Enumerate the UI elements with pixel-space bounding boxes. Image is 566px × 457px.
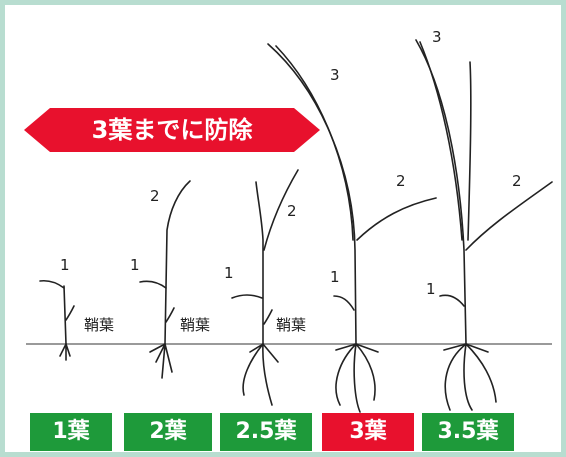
plant-3-leaf-1 [231, 294, 263, 299]
plant-3-sheath [263, 309, 273, 325]
plant-2-stem [164, 180, 191, 345]
stage-box-1-leaf: 1葉 [30, 413, 112, 451]
plant-3-roots [242, 343, 279, 406]
plant-5-leaf-label-1: 1 [426, 280, 436, 298]
plant-2-leaf-label-1: 1 [130, 256, 140, 274]
plant-4-leaf-1 [333, 295, 355, 311]
plant-5-stem [415, 39, 467, 345]
stage-box-3-5-leaves: 3.5葉 [422, 413, 514, 451]
plant-2-sheath [165, 307, 175, 323]
plant-1-leaf-label-1: 1 [60, 256, 70, 274]
plant-1-stem [63, 285, 67, 345]
plant-5-leaf-label-2: 2 [512, 172, 522, 190]
plant-3-leaves [267, 43, 437, 413]
plant-1-sheath-label: 鞘葉 [84, 316, 114, 334]
plant-2-leaf-label-2: 2 [150, 187, 160, 205]
plant-5-leaf-1 [439, 294, 465, 307]
stage-box-3-leaves: 3葉 [322, 413, 414, 451]
plant-1-leaf-1 [39, 279, 65, 289]
plant-2-roots [149, 343, 173, 379]
plant-2-5-leaves [231, 169, 299, 406]
banner-arrow-shape [24, 108, 320, 152]
plant-4-leaf-3b [275, 45, 354, 241]
control-deadline-banner: 3葉までに防除 [24, 108, 320, 152]
plant-1-roots [59, 343, 71, 361]
stage-box-2-5-leaves: 2.5葉 [220, 413, 312, 451]
plant-5-leaf-2 [465, 181, 553, 251]
plant-3-leaf-label-2: 2 [287, 202, 297, 220]
plant-3-leaf-label-1: 1 [224, 264, 234, 282]
plant-4-leaf-2 [356, 197, 437, 241]
plant-3-sheath-label: 鞘葉 [276, 316, 306, 334]
plant-4-roots [335, 343, 379, 413]
plant-1-leaf [39, 279, 75, 361]
plant-4-leaf-label-2: 2 [396, 172, 406, 190]
stage-box-2-leaves: 2葉 [124, 413, 212, 451]
plant-2-sheath-label: 鞘葉 [180, 316, 210, 334]
plant-4-leaf-label-3: 3 [330, 66, 340, 84]
plant-3-5-leaves [415, 39, 553, 411]
plant-3-leaf-2 [263, 169, 299, 251]
plant-3-stem [255, 181, 264, 345]
plant-4-leaf-label-1: 1 [330, 268, 340, 286]
plant-5-leaf-label-3: 3 [432, 28, 442, 46]
plant-5-roots [443, 343, 497, 411]
plant-1-sheath [65, 305, 75, 321]
plant-5-leaf-3b [419, 41, 463, 241]
plant-5-leaf-4 [467, 61, 472, 241]
plant-2-leaf-1 [139, 280, 167, 289]
plant-2-leaves [139, 180, 191, 379]
banner-text: 3葉までに防除 [91, 116, 253, 144]
